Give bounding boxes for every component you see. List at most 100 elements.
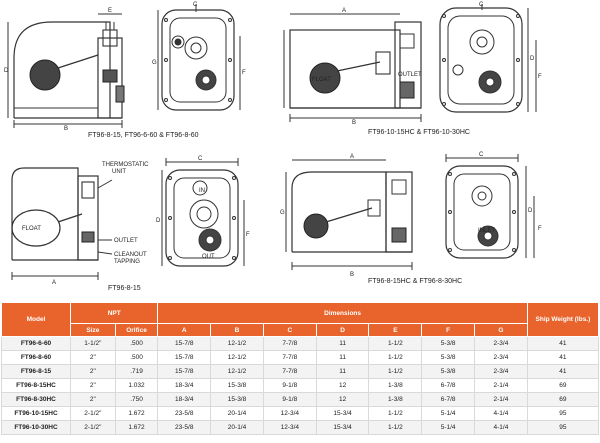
cell-a: 15-7/8 [157,350,212,365]
cell-c: 7-7/8 [262,364,317,379]
header-orifice: Orifice [114,323,159,337]
header-dimensions: Dimensions [157,302,528,324]
cell-c: 12-3/4 [262,406,317,421]
cell-orifice: 1.672 [114,406,159,421]
cell-g: 2-3/4 [474,336,528,351]
cell-size: 2" [70,350,116,365]
dimension-letter-f: F [246,232,250,238]
cell-model: FT96-10-15HC [0,406,72,421]
table-row: FT96-6-60 1-1/2" .500 15-7/8 12-1/2 7-7/… [0,336,600,351]
cell-g: 2-1/4 [474,378,528,393]
table-row: FT96-8-30HC 2" .750 18-3/4 15-3/8 9-1/8 … [0,392,600,407]
header-col-e: E [368,323,423,337]
cell-a: 15-7/8 [157,336,212,351]
header-col-b: B [210,323,264,337]
cell-c: 12-3/4 [262,420,317,435]
out-label: OUT [202,254,215,260]
cell-g: 2-1/4 [474,392,528,407]
dimension-letter-b: B [352,120,356,126]
cell-weight: 41 [526,336,600,351]
table-row: FT96-10-15HC 2-1/2" 1.672 23-5/8 20-1/4 … [0,406,600,421]
header-ship-weight: Ship Weight (lbs.) [526,302,600,337]
cell-orifice: 1.032 [114,378,159,393]
cell-orifice: .719 [114,364,159,379]
cell-f: 6-7/8 [421,392,476,407]
thermostatic-unit-label-line2: UNIT [112,169,126,175]
cell-f: 5-1/4 [421,420,476,435]
cleanout-label-line1: CLEANOUT [114,252,147,258]
dimension-letter-b: B [64,126,68,132]
cell-weight: 95 [526,406,600,421]
table-row: FT96-8-60 2" .500 15-7/8 12-1/2 7-7/8 11… [0,350,600,365]
float-ball [303,213,329,239]
figure-4-caption: FT96-8-15HC & FT96-8-30HC [368,278,462,285]
dimension-letter-c: C [198,156,203,162]
figure-2-drawing [283,4,537,122]
float-ball [309,62,341,94]
cell-c: 9-1/8 [262,392,317,407]
float-ball [11,209,61,247]
cell-b: 12-1/2 [210,336,264,351]
cleanout-label-line2: TAPPING [114,259,140,265]
cell-size: 2-1/2" [70,420,116,435]
cell-e: 1-3/8 [368,392,423,407]
cell-e: 1-1/2 [368,336,423,351]
drawings-area: FT96-8-15, FT96-6-60 & FT96-8-60 FLOAT O… [4,2,542,292]
dimension-letter-e: E [108,8,112,14]
dimension-letter-a: A [342,8,346,14]
cell-f: 5-3/8 [421,336,476,351]
cell-size: 2" [70,364,116,379]
header-col-a: A [157,323,212,337]
dimension-letter-c: C [479,152,484,158]
cell-b: 20-1/4 [210,420,264,435]
cell-g: 4-1/4 [474,406,528,421]
cell-model: FT96-6-60 [0,336,72,351]
dimension-letter-g: G [152,60,157,66]
cell-a: 18-3/4 [157,392,212,407]
cell-size: 2-1/2" [70,406,116,421]
table-row: FT96-8-15HC 2" 1.032 18-3/4 15-3/8 9-1/8… [0,378,600,393]
figure-1-drawing [7,4,241,128]
figure-1-caption: FT96-8-15, FT96-6-60 & FT96-8-60 [88,132,199,139]
dimension-letter-d: D [528,208,533,214]
cell-g: 4-1/4 [474,420,528,435]
cell-e: 1-1/2 [368,350,423,365]
float-ball [29,59,61,91]
cell-d: 15-3/4 [315,420,370,435]
cell-model: FT96-8-30HC [0,392,72,407]
cell-b: 12-1/2 [210,350,264,365]
dimension-letter-b: B [350,272,354,278]
cell-f: 5-1/4 [421,406,476,421]
table-row: FT96-10-30HC 2-1/2" 1.672 23-5/8 20-1/4 … [0,420,600,435]
cell-b: 15-3/8 [210,392,264,407]
cell-d: 11 [315,364,370,379]
figure-3-drawing [11,158,245,280]
dimension-letter-c: C [193,2,198,8]
cell-model: FT96-8-60 [0,350,72,365]
header-size: Size [70,323,116,337]
cell-b: 15-3/8 [210,378,264,393]
dimension-letter-a: A [350,154,354,160]
dimension-letter-g: G [280,210,285,216]
cell-f: 6-7/8 [421,378,476,393]
table-row: FT96-8-15 2" .719 15-7/8 12-1/2 7-7/8 11… [0,364,600,379]
thermostatic-unit-label-line1: THERMOSTATIC [102,162,149,168]
cell-g: 2-3/4 [474,364,528,379]
header-col-g: G [474,323,528,337]
cell-f: 5-3/8 [421,364,476,379]
cell-c: 7-7/8 [262,336,317,351]
header-col-c: C [262,323,317,337]
cell-d: 11 [315,350,370,365]
cell-e: 1-1/2 [368,364,423,379]
cell-e: 1-3/8 [368,378,423,393]
cell-a: 23-5/8 [157,420,212,435]
cell-orifice: 1.672 [114,420,159,435]
figure-4-drawing [285,154,535,270]
float-label: FLOAT [22,226,41,232]
header-model: Model [0,302,72,337]
cell-b: 20-1/4 [210,406,264,421]
dimension-letter-d: D [530,56,535,62]
dimension-letter-f: F [538,74,542,80]
figure-2-caption: FT96-10-15HC & FT96-10-30HC [368,129,470,136]
dimension-letter-f: F [538,226,542,232]
